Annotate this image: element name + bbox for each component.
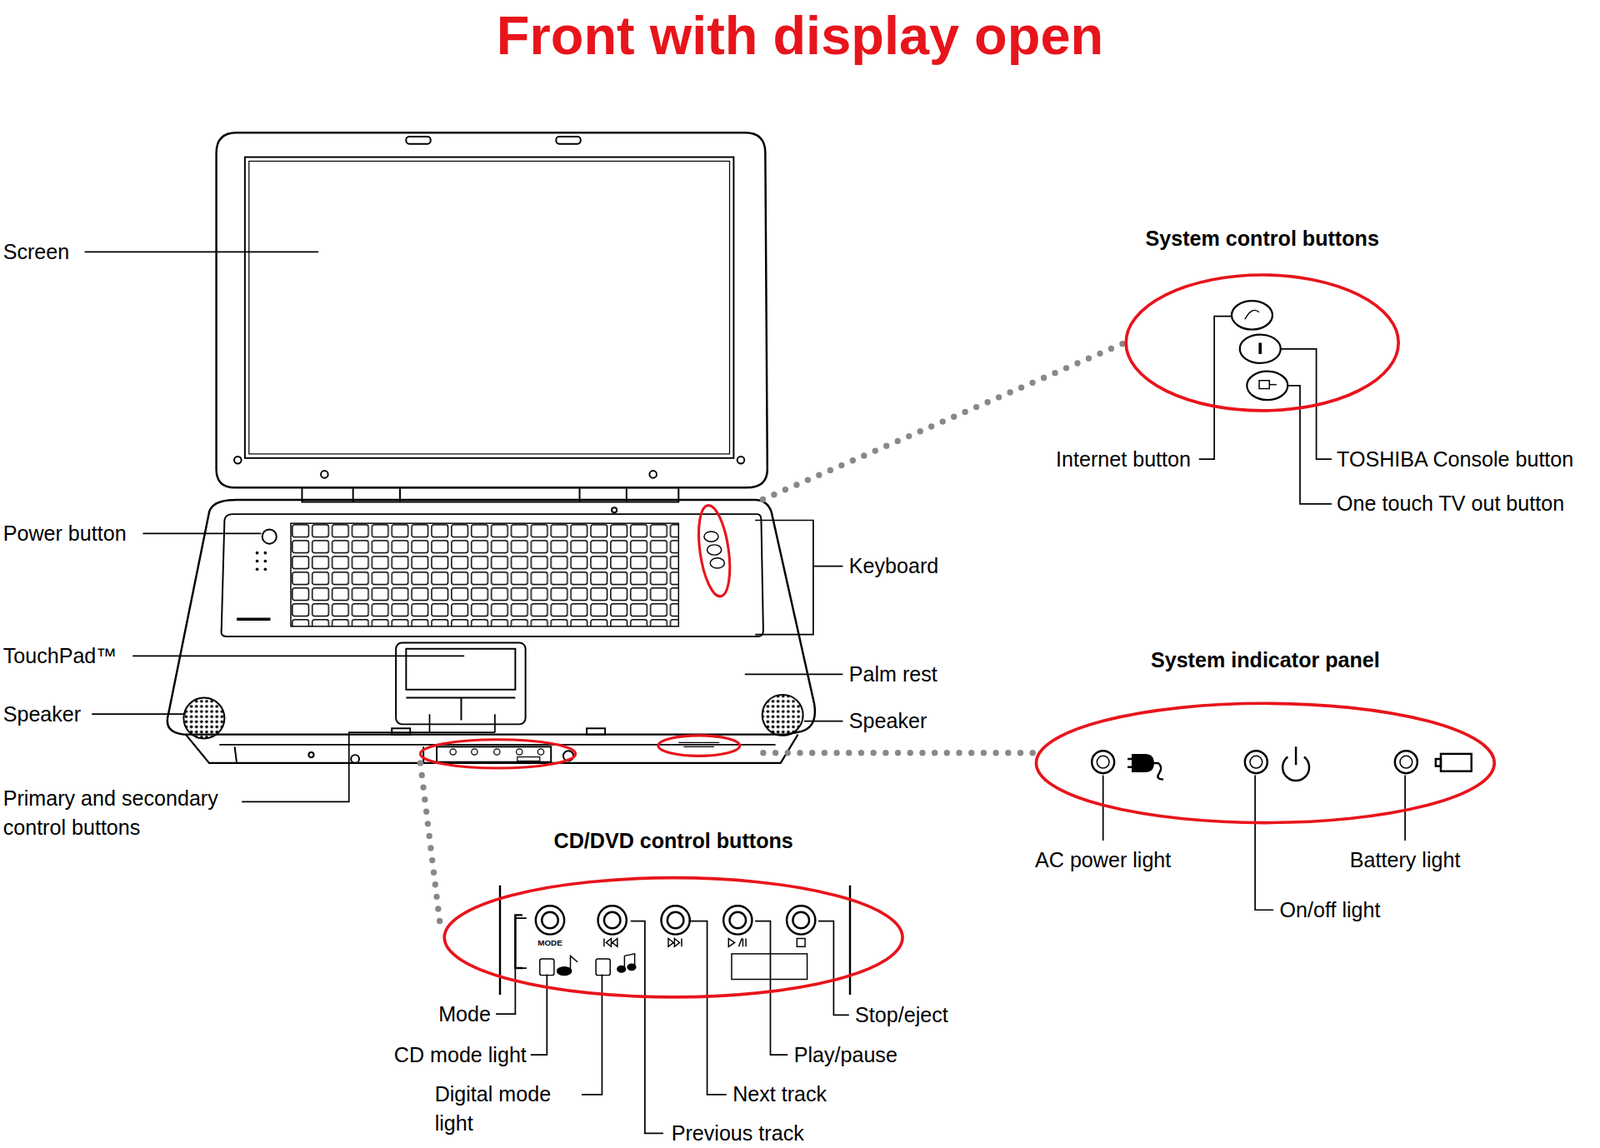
- ellipse-outline: [1035, 701, 1496, 825]
- part-label: One touch TV out button: [1336, 490, 1565, 519]
- title: Front with display open: [0, 4, 1600, 67]
- part-label: Next track: [732, 1080, 827, 1110]
- part-label: Primary and secondary control buttons: [3, 785, 245, 842]
- part-label: Digital mode light: [435, 1080, 578, 1138]
- part-label: AC power light: [1035, 845, 1171, 875]
- part-label: Internet button: [1055, 445, 1191, 474]
- part-label: CD mode light: [394, 1040, 527, 1070]
- part-label: TouchPad™: [3, 641, 118, 670]
- button-marking: MODE: [537, 940, 562, 949]
- part-label: Power button: [3, 519, 127, 548]
- part-label: On/off light: [1280, 895, 1381, 925]
- ellipse-outline: [1124, 273, 1400, 413]
- part-label: Stop/eject: [855, 1000, 949, 1030]
- group-heading: System control buttons: [1063, 226, 1462, 251]
- part-label: Previous track: [671, 1119, 805, 1148]
- callout-ellipse: System indicator panel: [1035, 701, 1496, 825]
- group-heading: System indicator panel: [973, 648, 1557, 673]
- part-label: Play/pause: [794, 1040, 898, 1070]
- part-label: Battery light: [1350, 845, 1461, 875]
- part-label: Palm rest: [849, 660, 938, 689]
- part-label: Mode: [438, 1000, 491, 1029]
- part-label: Speaker: [849, 707, 928, 736]
- part-label: Keyboard: [849, 552, 939, 581]
- part-label: TOSHIBA Console button: [1336, 445, 1574, 474]
- ellipse-outline: [442, 876, 904, 1000]
- part-label: Speaker: [3, 700, 82, 729]
- group-heading: CD/DVD control buttons: [381, 828, 965, 853]
- callout-ellipse: System control buttons: [1124, 273, 1400, 413]
- callout-ellipse: CD/DVD control buttons: [442, 876, 904, 1000]
- part-label: Screen: [3, 237, 70, 266]
